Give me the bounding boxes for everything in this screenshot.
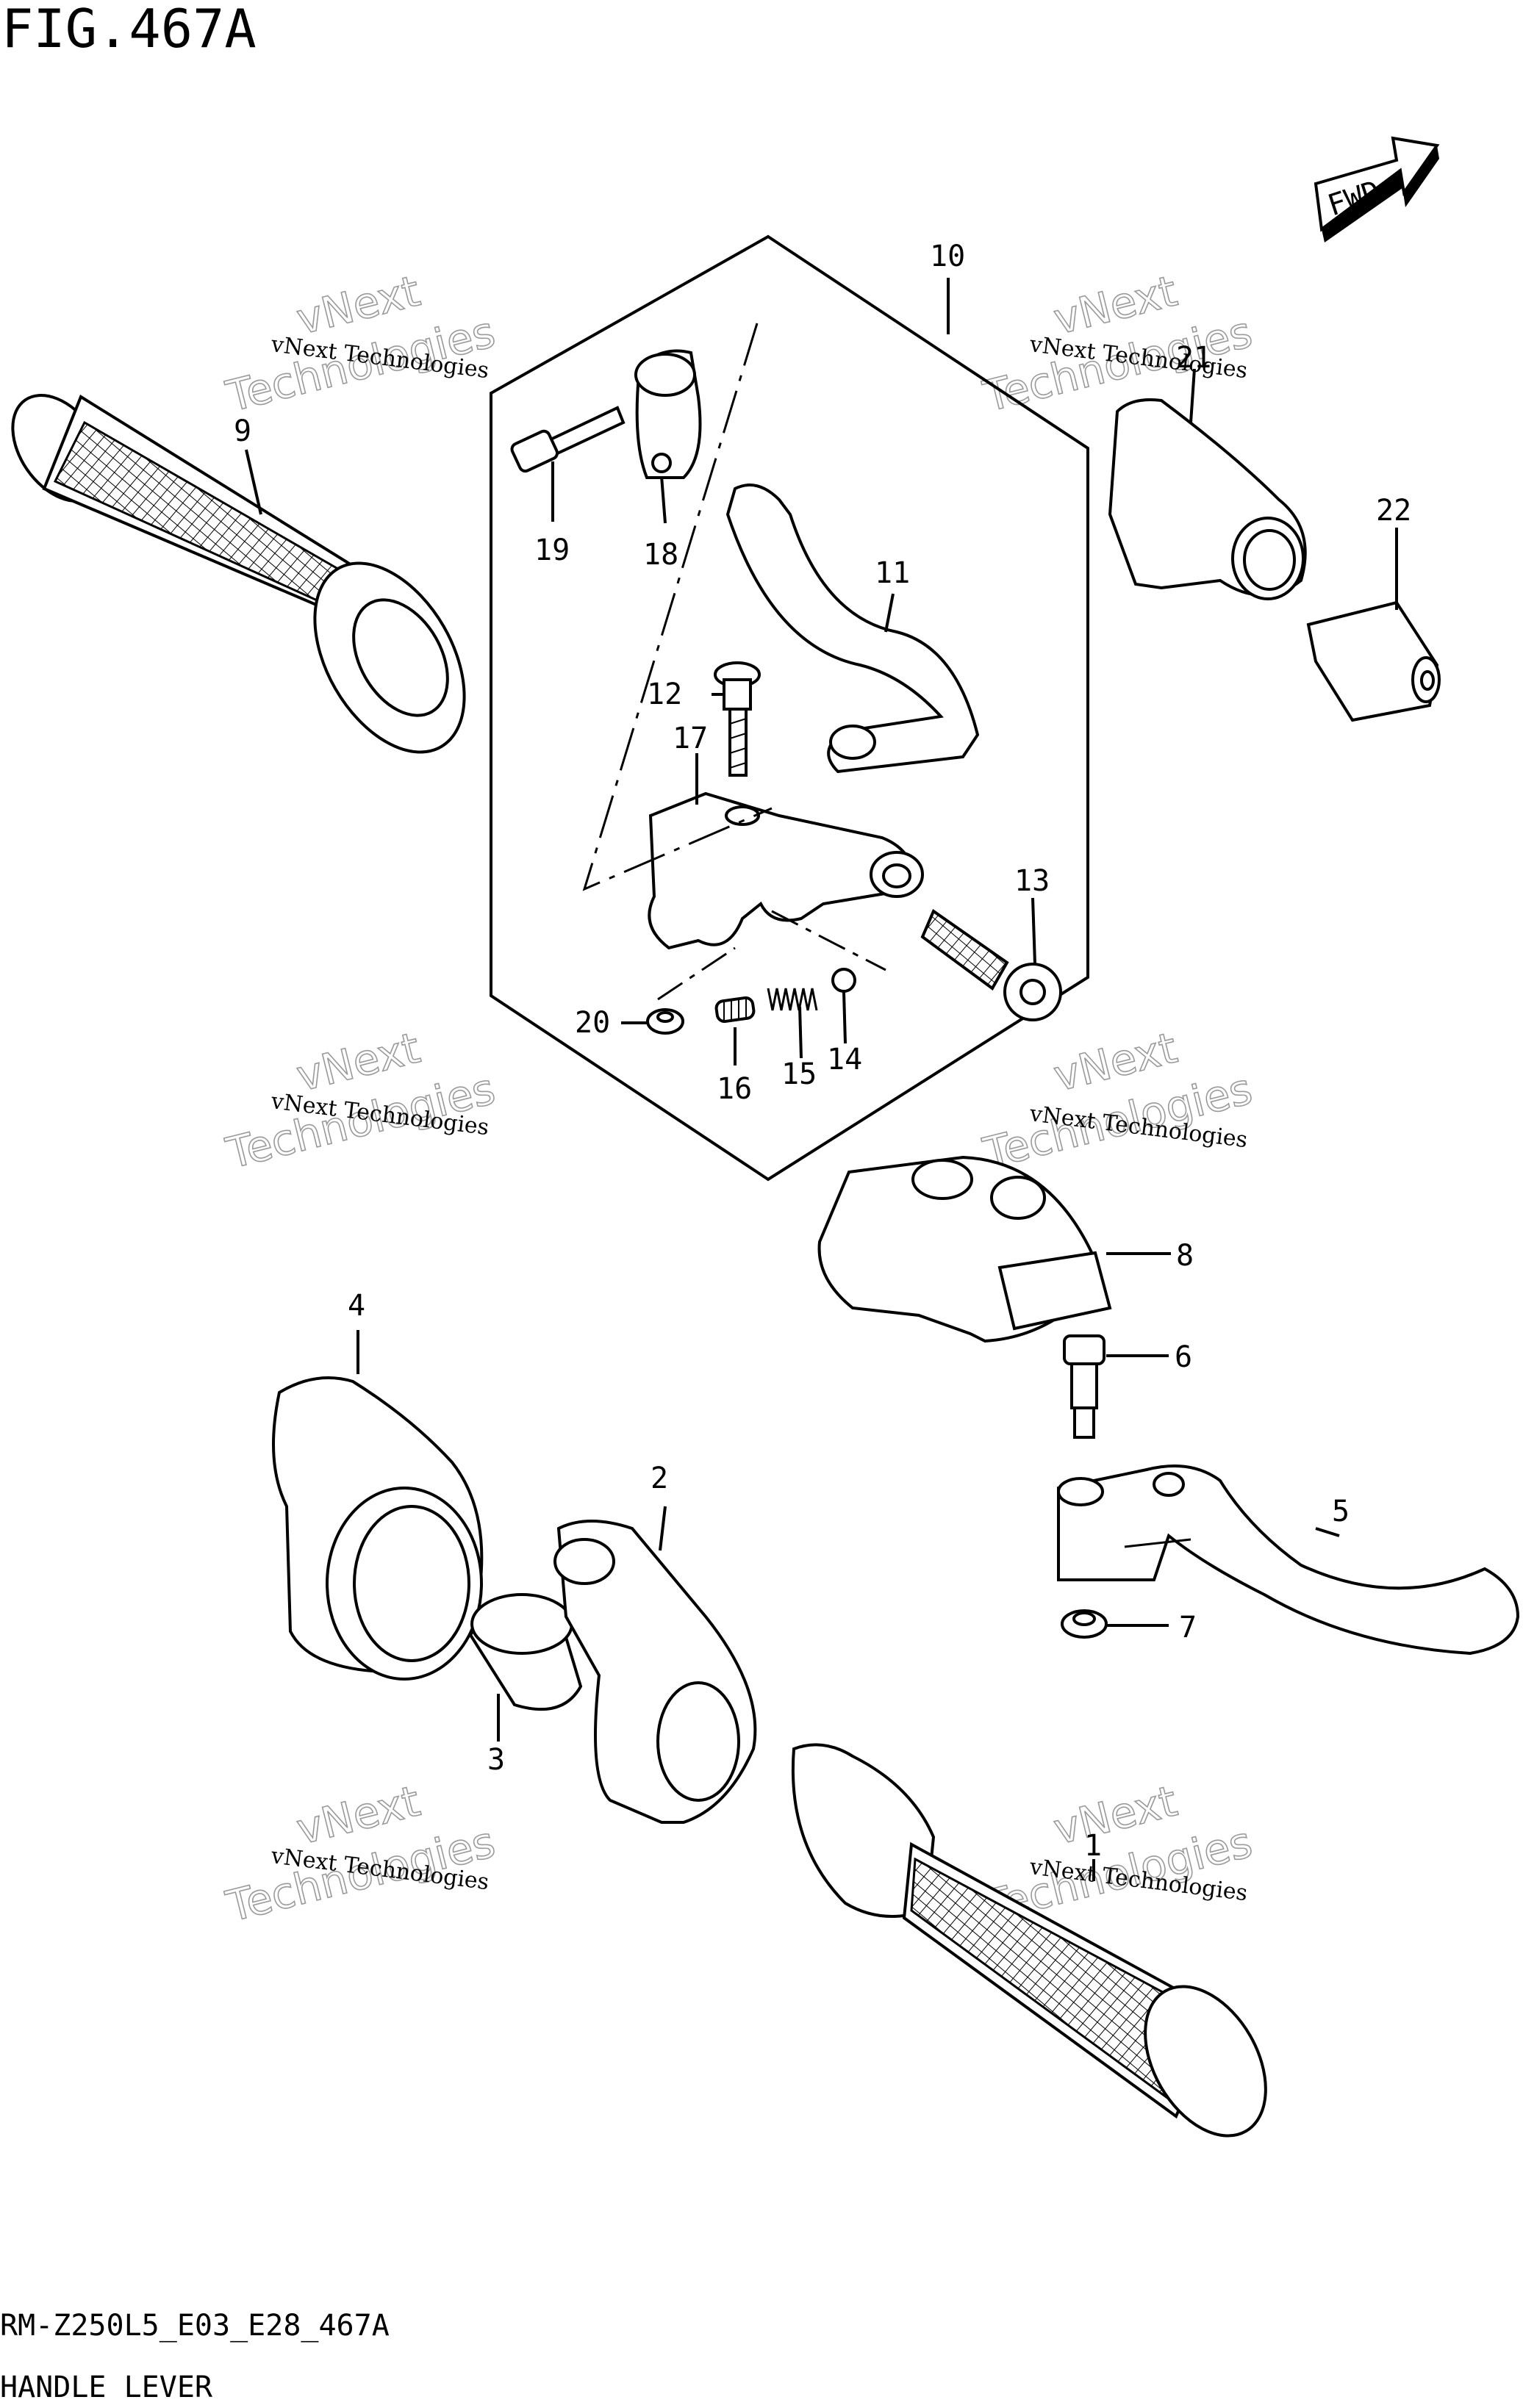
callout-labels: 1 2 3 4 5 6 7 8 9 10 11 12 13 14 15 16 1…: [234, 240, 1411, 1863]
part-15-spring: [767, 988, 818, 1011]
callout-13: 13: [1014, 864, 1050, 898]
part-6-bolt: [1063, 1334, 1105, 1439]
part-13-adjuster-bolt: [920, 908, 1062, 1021]
assembly-10-outline: [490, 234, 1089, 1182]
part-3-sleeve: [468, 1593, 583, 1711]
part-17-lever-holder: [648, 791, 924, 950]
callout-9: 9: [234, 414, 251, 448]
callout-22: 22: [1376, 494, 1411, 528]
leader-lines: [245, 278, 1398, 1881]
callout-10: 10: [930, 240, 965, 273]
part-11-lever: [725, 484, 980, 774]
callout-14: 14: [827, 1043, 862, 1077]
callout-19: 19: [534, 533, 570, 567]
figure-title: FIG.467A: [1, 0, 257, 60]
callout-15: 15: [781, 1057, 817, 1091]
part-21-cable-cover: [1108, 398, 1307, 600]
watermark: vNext Technologies vNext Technologies: [221, 265, 501, 423]
callout-17: 17: [673, 722, 708, 755]
part-22-adjuster-nut: [1306, 600, 1441, 722]
watermark: vNext Technologies vNext Technologies: [978, 1022, 1258, 1179]
watermark: vNext Technologies vNext Technologies: [221, 1022, 501, 1179]
watermark: vNext Technologies vNext Technologies: [221, 1775, 501, 1933]
callout-1: 1: [1084, 1829, 1102, 1863]
part-8-lever-cover: [817, 1155, 1112, 1343]
part-19-bolt: [510, 406, 626, 473]
callout-21: 21: [1176, 341, 1211, 375]
assembly-guide-line: [657, 910, 886, 1001]
callout-12: 12: [647, 678, 682, 711]
callout-4: 4: [348, 1289, 365, 1323]
part-2-throttle-housing: [553, 1520, 757, 1824]
figure-caption: HANDLE LEVER: [0, 2371, 213, 2404]
callout-6: 6: [1175, 1340, 1192, 1374]
part-4-throttle-cover: [272, 1376, 484, 1681]
callout-18: 18: [643, 538, 678, 572]
callout-3: 3: [487, 1743, 505, 1777]
part-20-nut: [646, 1008, 684, 1035]
model-code: RM-Z250L5_E03_E28_467A: [0, 2309, 390, 2343]
part-1-right-grip: [791, 1743, 1267, 2138]
part-12-bolt: [714, 661, 761, 777]
callout-7: 7: [1179, 1611, 1197, 1645]
part-9-left-grip: [11, 393, 466, 754]
part-7-nut: [1061, 1609, 1108, 1639]
part-14-ball: [831, 968, 856, 993]
callout-16: 16: [717, 1072, 752, 1106]
forward-direction-badge: FWD: [1314, 136, 1440, 242]
part-18-clamp-holder: [634, 349, 702, 479]
assembly-guide-line: [582, 323, 773, 891]
part-16-pin: [714, 996, 756, 1024]
callout-20: 20: [575, 1006, 610, 1040]
callout-11: 11: [875, 556, 910, 590]
callout-5: 5: [1332, 1495, 1350, 1528]
part-5-brake-lever: [1057, 1464, 1520, 1656]
watermark: vNext Technologies vNext Technologies: [978, 265, 1258, 423]
callout-8: 8: [1176, 1239, 1194, 1273]
callout-2: 2: [651, 1462, 668, 1495]
